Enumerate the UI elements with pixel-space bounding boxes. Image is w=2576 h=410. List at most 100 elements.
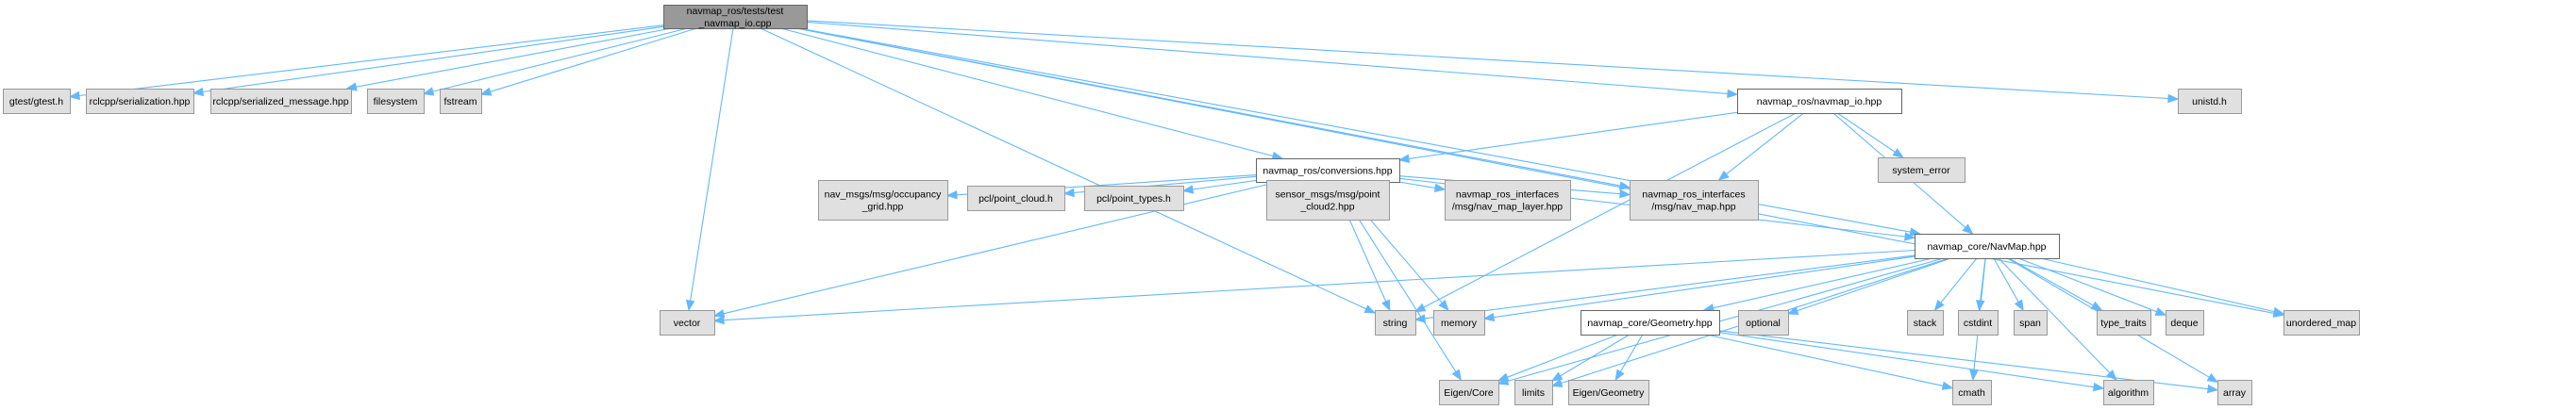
node-stack[interactable]: stack (1907, 310, 1944, 336)
node-unordered-map[interactable]: unordered_map (2283, 310, 2360, 336)
node-box (1084, 186, 1184, 211)
node-eigen-core[interactable]: Eigen/Core (1439, 380, 1499, 405)
node-label: cmath (1958, 387, 1985, 399)
edge-root-to-gtest (78, 25, 664, 97)
node-box (1568, 380, 1649, 405)
node-conversions[interactable]: navmap_ros/conversions.hpp (1256, 158, 1400, 183)
edge-navmap-to-memory (1493, 255, 1915, 319)
node-label: unistd.h (2192, 96, 2227, 107)
edge-navmap-to-stack (1940, 257, 1978, 303)
node-pcl-types[interactable]: pcl/point_types.h (1084, 186, 1184, 211)
node-vector[interactable]: vector (660, 310, 715, 336)
node-label: filesystem (374, 96, 418, 107)
node-label: _navmap_io.cpp (697, 18, 771, 29)
node-label: algorithm (2108, 387, 2149, 399)
node-label: navmap_ros_interfaces (1642, 189, 1745, 201)
edge-conversions-to-vector (723, 181, 1279, 315)
node-unistd[interactable]: unistd.h (2178, 89, 2242, 114)
node-pc2[interactable]: sensor_msgs/msg/point_cloud2.hpp (1266, 180, 1390, 221)
node-fstream[interactable]: fstream (440, 89, 482, 114)
node-rclcpp-msg[interactable]: rclcpp/serialized_message.hpp (210, 89, 352, 114)
node-label: sensor_msgs/msg/point (1276, 189, 1380, 201)
node-system-error[interactable]: system_error (1878, 157, 1965, 183)
node-navmap[interactable]: navmap_core/NavMap.hpp (1915, 234, 2060, 259)
node-label: cstdint (1964, 318, 1992, 329)
edge-navmap-to-deque (2017, 257, 2157, 313)
node-type-traits[interactable]: type_traits (2097, 310, 2151, 336)
node-label: Eigen/Core (1444, 387, 1494, 399)
arrowhead-geometry-to-eigen_geom (1614, 369, 1625, 382)
edge-navmap-to-eigen_core (1507, 257, 1944, 382)
edge-geometry-to-array (1718, 330, 2209, 390)
edge-geometry-to-algorithm (1718, 332, 2095, 388)
node-label: nav_msgs/msg/occupancy (825, 189, 942, 201)
node-box (2217, 380, 2252, 405)
node-label: navmap_ros/navmap_io.hpp (1757, 96, 1882, 107)
edge-root-to-rclcpp_msg (356, 27, 672, 88)
edge-root-to-string (760, 27, 1367, 310)
node-box (1915, 234, 2060, 259)
arrowhead-conversions-to-eigen_core (1451, 369, 1462, 382)
arrowhead-root-to-string (1363, 304, 1377, 314)
node-eigen-geom[interactable]: Eigen/Geometry (1568, 380, 1649, 405)
node-label: pcl/point_cloud.h (979, 193, 1053, 205)
edge-conversions-to-pcl_types (1192, 179, 1257, 190)
node-box (1630, 180, 1759, 221)
node-deque[interactable]: deque (2166, 310, 2204, 336)
node-string[interactable]: string (1375, 310, 1416, 336)
node-cstdint[interactable]: cstdint (1958, 310, 1999, 336)
node-occ-grid[interactable]: nav_msgs/msg/occupancy_grid.hpp (818, 180, 948, 221)
node-label: /msg/nav_map_layer.hpp (1452, 202, 1563, 213)
node-navmap-io[interactable]: navmap_ros/navmap_io.hpp (1737, 89, 1902, 114)
node-root: navmap_ros/tests/test_navmap_io.cpp (663, 5, 808, 29)
node-label: vector (674, 318, 701, 329)
node-nav-map-msg[interactable]: navmap_ros_interfaces/msg/nav_map.hpp (1630, 180, 1759, 221)
arrowhead-navmap_io-to-navmap (1962, 223, 1974, 235)
node-label: memory (1441, 318, 1478, 329)
node-box (1433, 310, 1485, 336)
node-label: optional (1746, 318, 1781, 329)
arrowhead-root-to-navmap_io (1727, 89, 1739, 99)
node-geometry[interactable]: navmap_core/Geometry.hpp (1581, 310, 1720, 336)
arrowhead-navmap-to-type_traits (2090, 301, 2103, 311)
node-algorithm[interactable]: algorithm (2103, 380, 2154, 405)
node-rclcpp-ser[interactable]: rclcpp/serialization.hpp (86, 89, 194, 114)
arrowhead-navmap-to-string (1413, 314, 1426, 323)
arrowhead-root-to-vector (685, 299, 695, 312)
node-span[interactable]: span (2014, 310, 2048, 336)
arrowhead-navmap-to-unordered_map (2272, 306, 2285, 317)
edge-root-to-vector (690, 27, 734, 302)
edge-navmap-to-geometry (1713, 257, 1933, 309)
arrowhead-geometry-to-cmath (1941, 381, 1954, 390)
node-label: navmap_ros/tests/test (687, 6, 784, 17)
arrowhead-conversions-to-memory (1438, 299, 1449, 312)
node-pcl-cloud[interactable]: pcl/point_cloud.h (967, 186, 1065, 211)
arrowhead-geometry-to-limits (1550, 371, 1564, 382)
arrowhead-navmap-to-span (2014, 299, 2024, 312)
node-cmath[interactable]: cmath (1952, 380, 1992, 405)
node-array[interactable]: array (2217, 380, 2252, 405)
node-box (86, 89, 194, 114)
node-limits[interactable]: limits (1514, 380, 1553, 405)
arrowhead-navmap_io-to-nav_map_msg (1717, 170, 1730, 181)
node-box (1375, 310, 1416, 336)
node-box (1952, 380, 1992, 405)
node-label: navmap_ros/conversions.hpp (1263, 166, 1392, 177)
arrowhead-navmap-to-deque (2154, 307, 2167, 316)
node-filesystem[interactable]: filesystem (367, 89, 425, 114)
arrowhead-conversions-to-occ_grid (945, 190, 958, 200)
edge-navmap_io-to-nav_map_msg (1726, 112, 1804, 175)
node-label: rclcpp/serialized_message.hpp (212, 96, 348, 107)
arrowhead-conversions-to-nav_map_msg (1619, 189, 1631, 199)
node-label: limits (1522, 387, 1545, 399)
arrowhead-navmap_io-to-string (1413, 303, 1427, 313)
node-gtest[interactable]: gtest/gtest.h (3, 89, 71, 114)
edge-geometry-to-cmath (1706, 334, 1944, 386)
node-memory[interactable]: memory (1433, 310, 1485, 336)
node-label: _cloud2.hpp (1299, 202, 1354, 213)
edge-root-to-unordered_map (795, 27, 2275, 314)
arrowhead-conversions-to-vector (712, 309, 726, 319)
node-nav-map-layer[interactable]: navmap_ros_interfaces/msg/nav_map_layer.… (1445, 180, 1571, 221)
node-optional[interactable]: optional (1738, 310, 1789, 336)
node-box (3, 89, 71, 114)
